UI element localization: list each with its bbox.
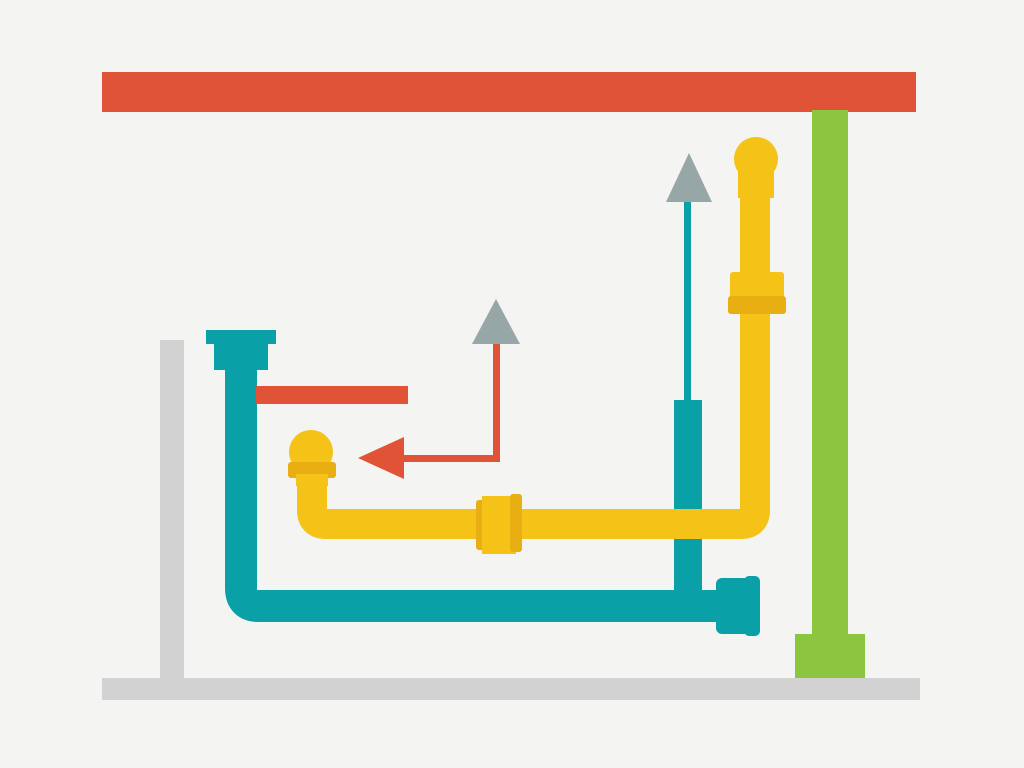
left-arrow xyxy=(358,437,404,479)
up-arrow-center xyxy=(472,299,520,344)
teal-pipe xyxy=(206,330,760,636)
teal-thin-line xyxy=(684,195,691,405)
top-beam xyxy=(102,72,916,112)
green-pipe xyxy=(795,110,865,678)
green-pipe-base xyxy=(795,634,865,678)
red-branch-bar xyxy=(256,386,408,404)
teal-vertical-riser xyxy=(674,400,702,600)
red-arrow-line xyxy=(358,338,500,479)
up-arrow-right xyxy=(666,153,712,202)
left-post xyxy=(160,340,184,680)
yellow-pipe xyxy=(288,137,786,554)
teal-pipe-end-cap xyxy=(716,578,750,634)
floor-bar xyxy=(102,678,920,700)
